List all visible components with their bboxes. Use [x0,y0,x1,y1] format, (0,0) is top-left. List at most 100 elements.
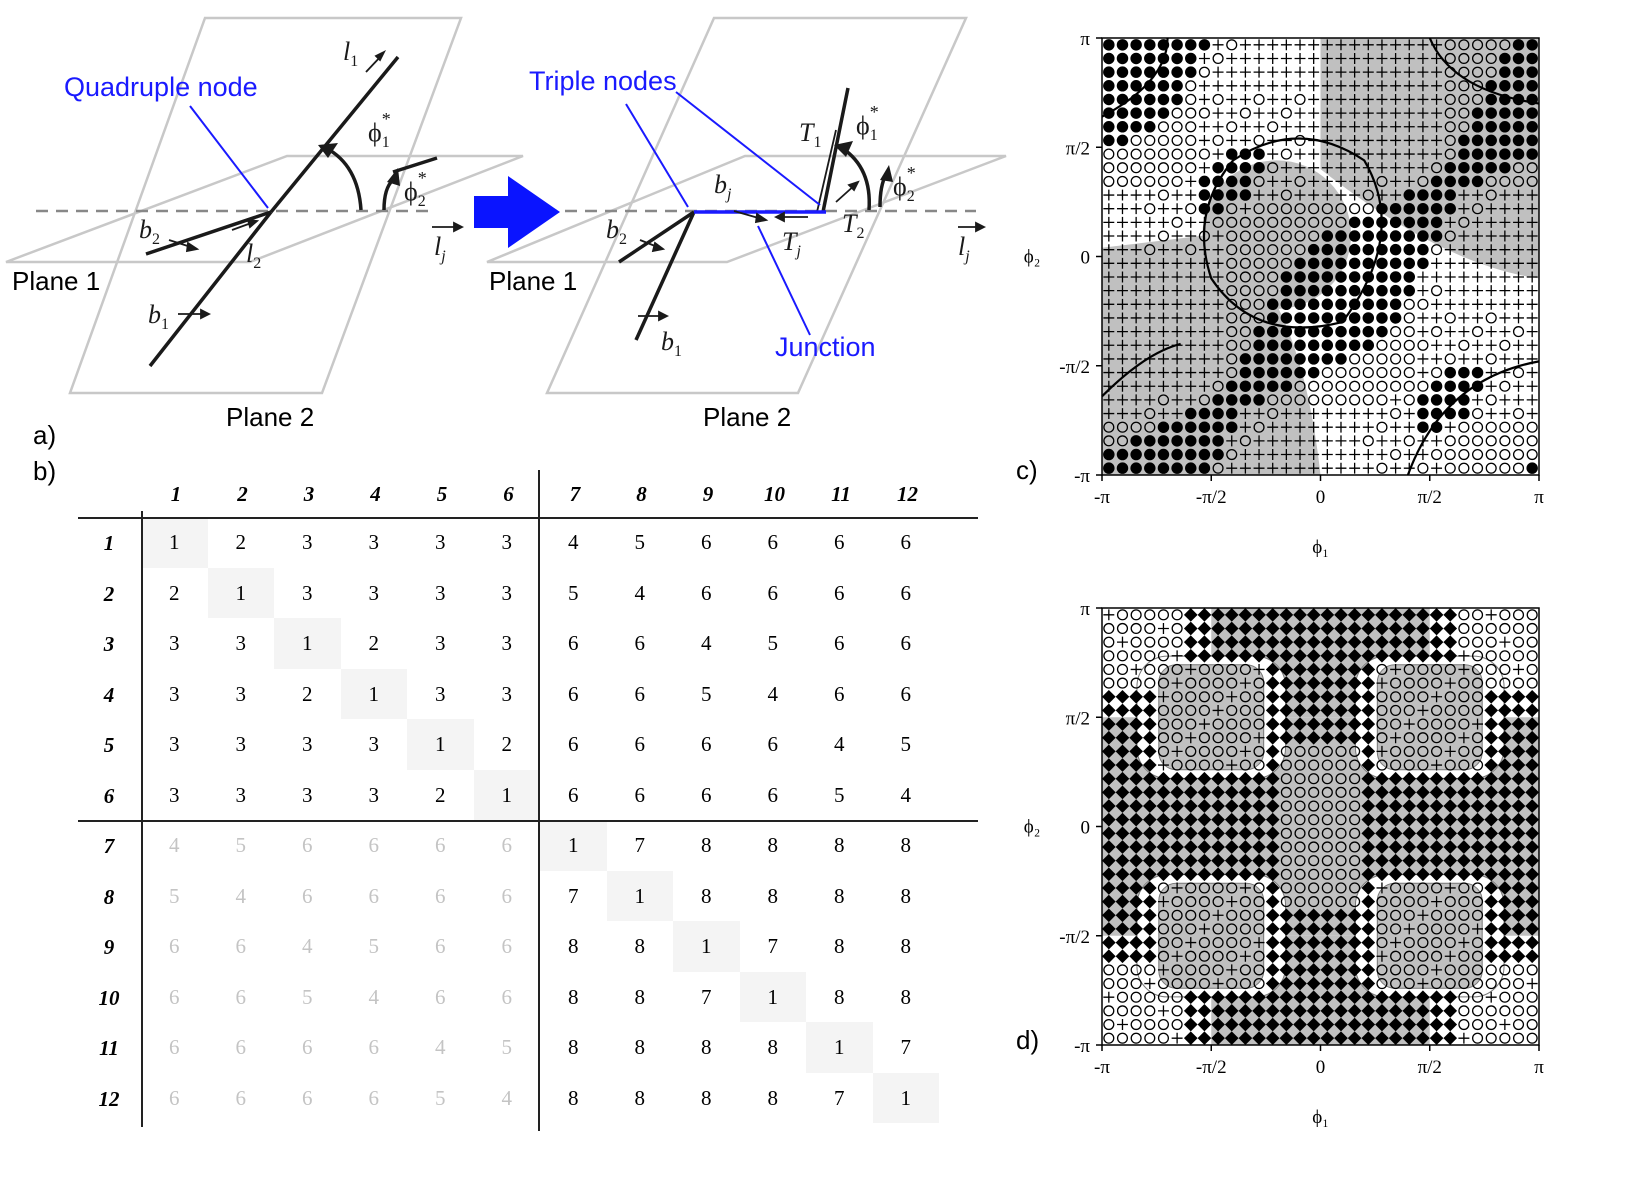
marker-plus [1321,175,1333,187]
marker-open-circle [1444,39,1456,51]
marker-plus [1458,1032,1470,1044]
marker-filled-circle [1157,462,1170,474]
marker-filled-circle [1458,148,1470,160]
marker-diamond [1142,949,1157,964]
marker-plus [1390,93,1402,105]
marker-open-circle [1280,773,1292,785]
marker-diamond [1416,812,1430,827]
marker-plus [1157,896,1169,908]
marker-diamond [1197,785,1212,800]
marker-open-circle [1239,732,1251,744]
marker-open-circle [1390,704,1402,716]
marker-diamond [1183,840,1198,854]
table-cell: 6 [302,1085,313,1110]
marker-diamond [1361,963,1376,977]
marker-open-circle [1512,650,1525,662]
marker-filled-circle [1471,107,1484,119]
marker-filled-circle [1266,339,1279,352]
marker-plus [1526,230,1538,242]
marker-filled-circle [1376,325,1388,338]
table-cell: 8 [767,1085,779,1110]
marker-open-circle [1144,609,1156,621]
marker-plus [1335,107,1347,119]
table-cell: 3 [302,530,313,554]
marker-filled-circle [1471,148,1484,160]
marker-filled-circle [1185,66,1197,78]
marker-plus [1403,39,1415,51]
marker-open-circle [1226,448,1238,461]
marker-diamond [1265,881,1280,895]
marker-filled-circle [1526,148,1538,160]
marker-diamond [1402,1017,1417,1032]
marker-plus [1198,339,1210,351]
marker-diamond [1211,608,1225,622]
marker-open-circle [1185,977,1197,990]
table-cell: 3 [169,782,180,807]
marker-plus [1335,408,1347,420]
marker-open-circle [1171,148,1183,160]
marker-open-circle [1144,1005,1156,1017]
marker-plus [1226,759,1238,771]
marker-diamond [1265,853,1280,868]
marker-plus [1431,759,1443,771]
marker-plus [1376,449,1388,460]
marker-open-circle [1485,677,1497,689]
phi2-line [392,156,438,174]
marker-diamond [1293,730,1307,745]
x-tick-label: -π/2 [1196,1057,1227,1078]
marker-open-circle [1253,759,1265,771]
marker-open-circle [1308,786,1320,798]
col-header-3: 3 [303,482,315,506]
marker-open-circle [1512,421,1525,433]
marker-open-circle [1212,93,1224,106]
table-cell: 6 [501,833,513,857]
marker-diamond [1347,662,1362,677]
marker-diamond [1511,744,1526,759]
marker-open-circle [1471,1018,1484,1031]
marker-plus [1403,121,1415,133]
marker-open-circle [1103,964,1115,976]
table-cell: 4 [302,934,313,958]
table-cell: 6 [368,1035,380,1059]
marker-diamond [1252,990,1266,1005]
marker-diamond [1388,1017,1403,1032]
marker-plus [1267,93,1279,105]
marker-open-circle [1226,704,1238,716]
marker-diamond [1115,799,1130,813]
marker-plus [1157,367,1169,379]
marker-plus [1417,121,1429,133]
marker-diamond [1498,949,1512,964]
marker-diamond [1334,717,1348,731]
marker-filled-circle [1280,298,1293,311]
marker-open-circle [1458,609,1470,621]
marker-diamond [1279,621,1294,636]
y-tick-label: -π/2 [1059,927,1090,948]
marker-open-circle [1512,367,1525,379]
marker-diamond [1129,922,1143,936]
table-cell: 6 [767,782,779,807]
marker-open-circle [1403,312,1415,324]
marker-diamond [1334,935,1348,950]
table-cell: 6 [302,883,313,908]
marker-diamond [1525,867,1539,882]
marker-filled-circle [1198,175,1211,188]
marker-plus [1144,380,1156,392]
marker-open-circle [1403,394,1415,406]
marker-diamond [1306,1017,1321,1032]
marker-open-circle [1157,230,1170,242]
marker-diamond [1252,621,1266,636]
marker-open-circle [1417,923,1429,935]
marker-diamond [1457,840,1471,854]
table-cell: 3 [235,631,247,655]
marker-plus [1458,271,1470,283]
marker-open-circle [1403,964,1415,976]
marker-open-circle [1417,964,1429,976]
marker-diamond [1183,608,1198,622]
marker-open-circle [1499,1005,1511,1017]
marker-open-circle [1512,448,1525,461]
marker-plus [1294,121,1306,133]
marker-open-circle [1471,636,1484,648]
marker-filled-circle [1417,257,1429,270]
marker-diamond [1511,881,1526,895]
marker-open-circle [1226,244,1238,256]
